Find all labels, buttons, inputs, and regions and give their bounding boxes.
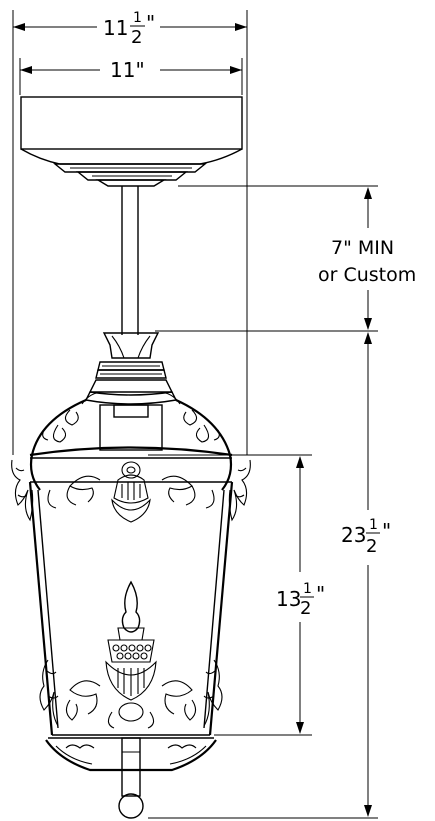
side-leaf-ornaments	[11, 459, 251, 522]
chain-length-dimension: 7" MIN or Custom	[155, 185, 416, 332]
overall-height-numerator: 1	[369, 517, 378, 533]
body-height-numerator: 1	[303, 581, 312, 597]
chain-length-line2: or Custom	[318, 264, 416, 286]
overall-width-denominator: 2	[131, 27, 142, 48]
lantern-crown	[84, 332, 178, 451]
hanging-stem	[121, 186, 139, 335]
body-height-whole: 13	[276, 587, 301, 611]
canopy-width-label: 11"	[110, 58, 145, 82]
lantern-body	[28, 446, 234, 736]
overall-height-dimension: 23 1 2 "	[148, 332, 391, 819]
body-height-inch-mark: "	[316, 582, 325, 606]
canopy-width-dimension: 11"	[19, 58, 243, 95]
overall-width-inch-mark: "	[146, 11, 155, 35]
overall-height-inch-mark: "	[382, 519, 391, 543]
chain-length-line1: 7" MIN	[331, 237, 394, 259]
body-height-denominator: 2	[300, 598, 311, 619]
candle-flame	[117, 580, 145, 641]
overall-width-numerator: 1	[133, 10, 142, 26]
overall-width-dimension: 11 1 2 "	[12, 10, 248, 455]
ceiling-canopy	[20, 96, 243, 187]
bottom-bowl-and-finial	[45, 737, 217, 819]
lower-leaf-ornaments	[39, 659, 223, 727]
body-height-dimension: 13 1 2 "	[148, 454, 325, 736]
overall-height-denominator: 2	[366, 536, 377, 557]
top-crest-ornament	[47, 461, 215, 523]
overall-width-whole: 11	[103, 16, 128, 40]
overall-height-whole: 23	[341, 523, 366, 547]
bottom-ornament-cluster	[65, 639, 197, 729]
